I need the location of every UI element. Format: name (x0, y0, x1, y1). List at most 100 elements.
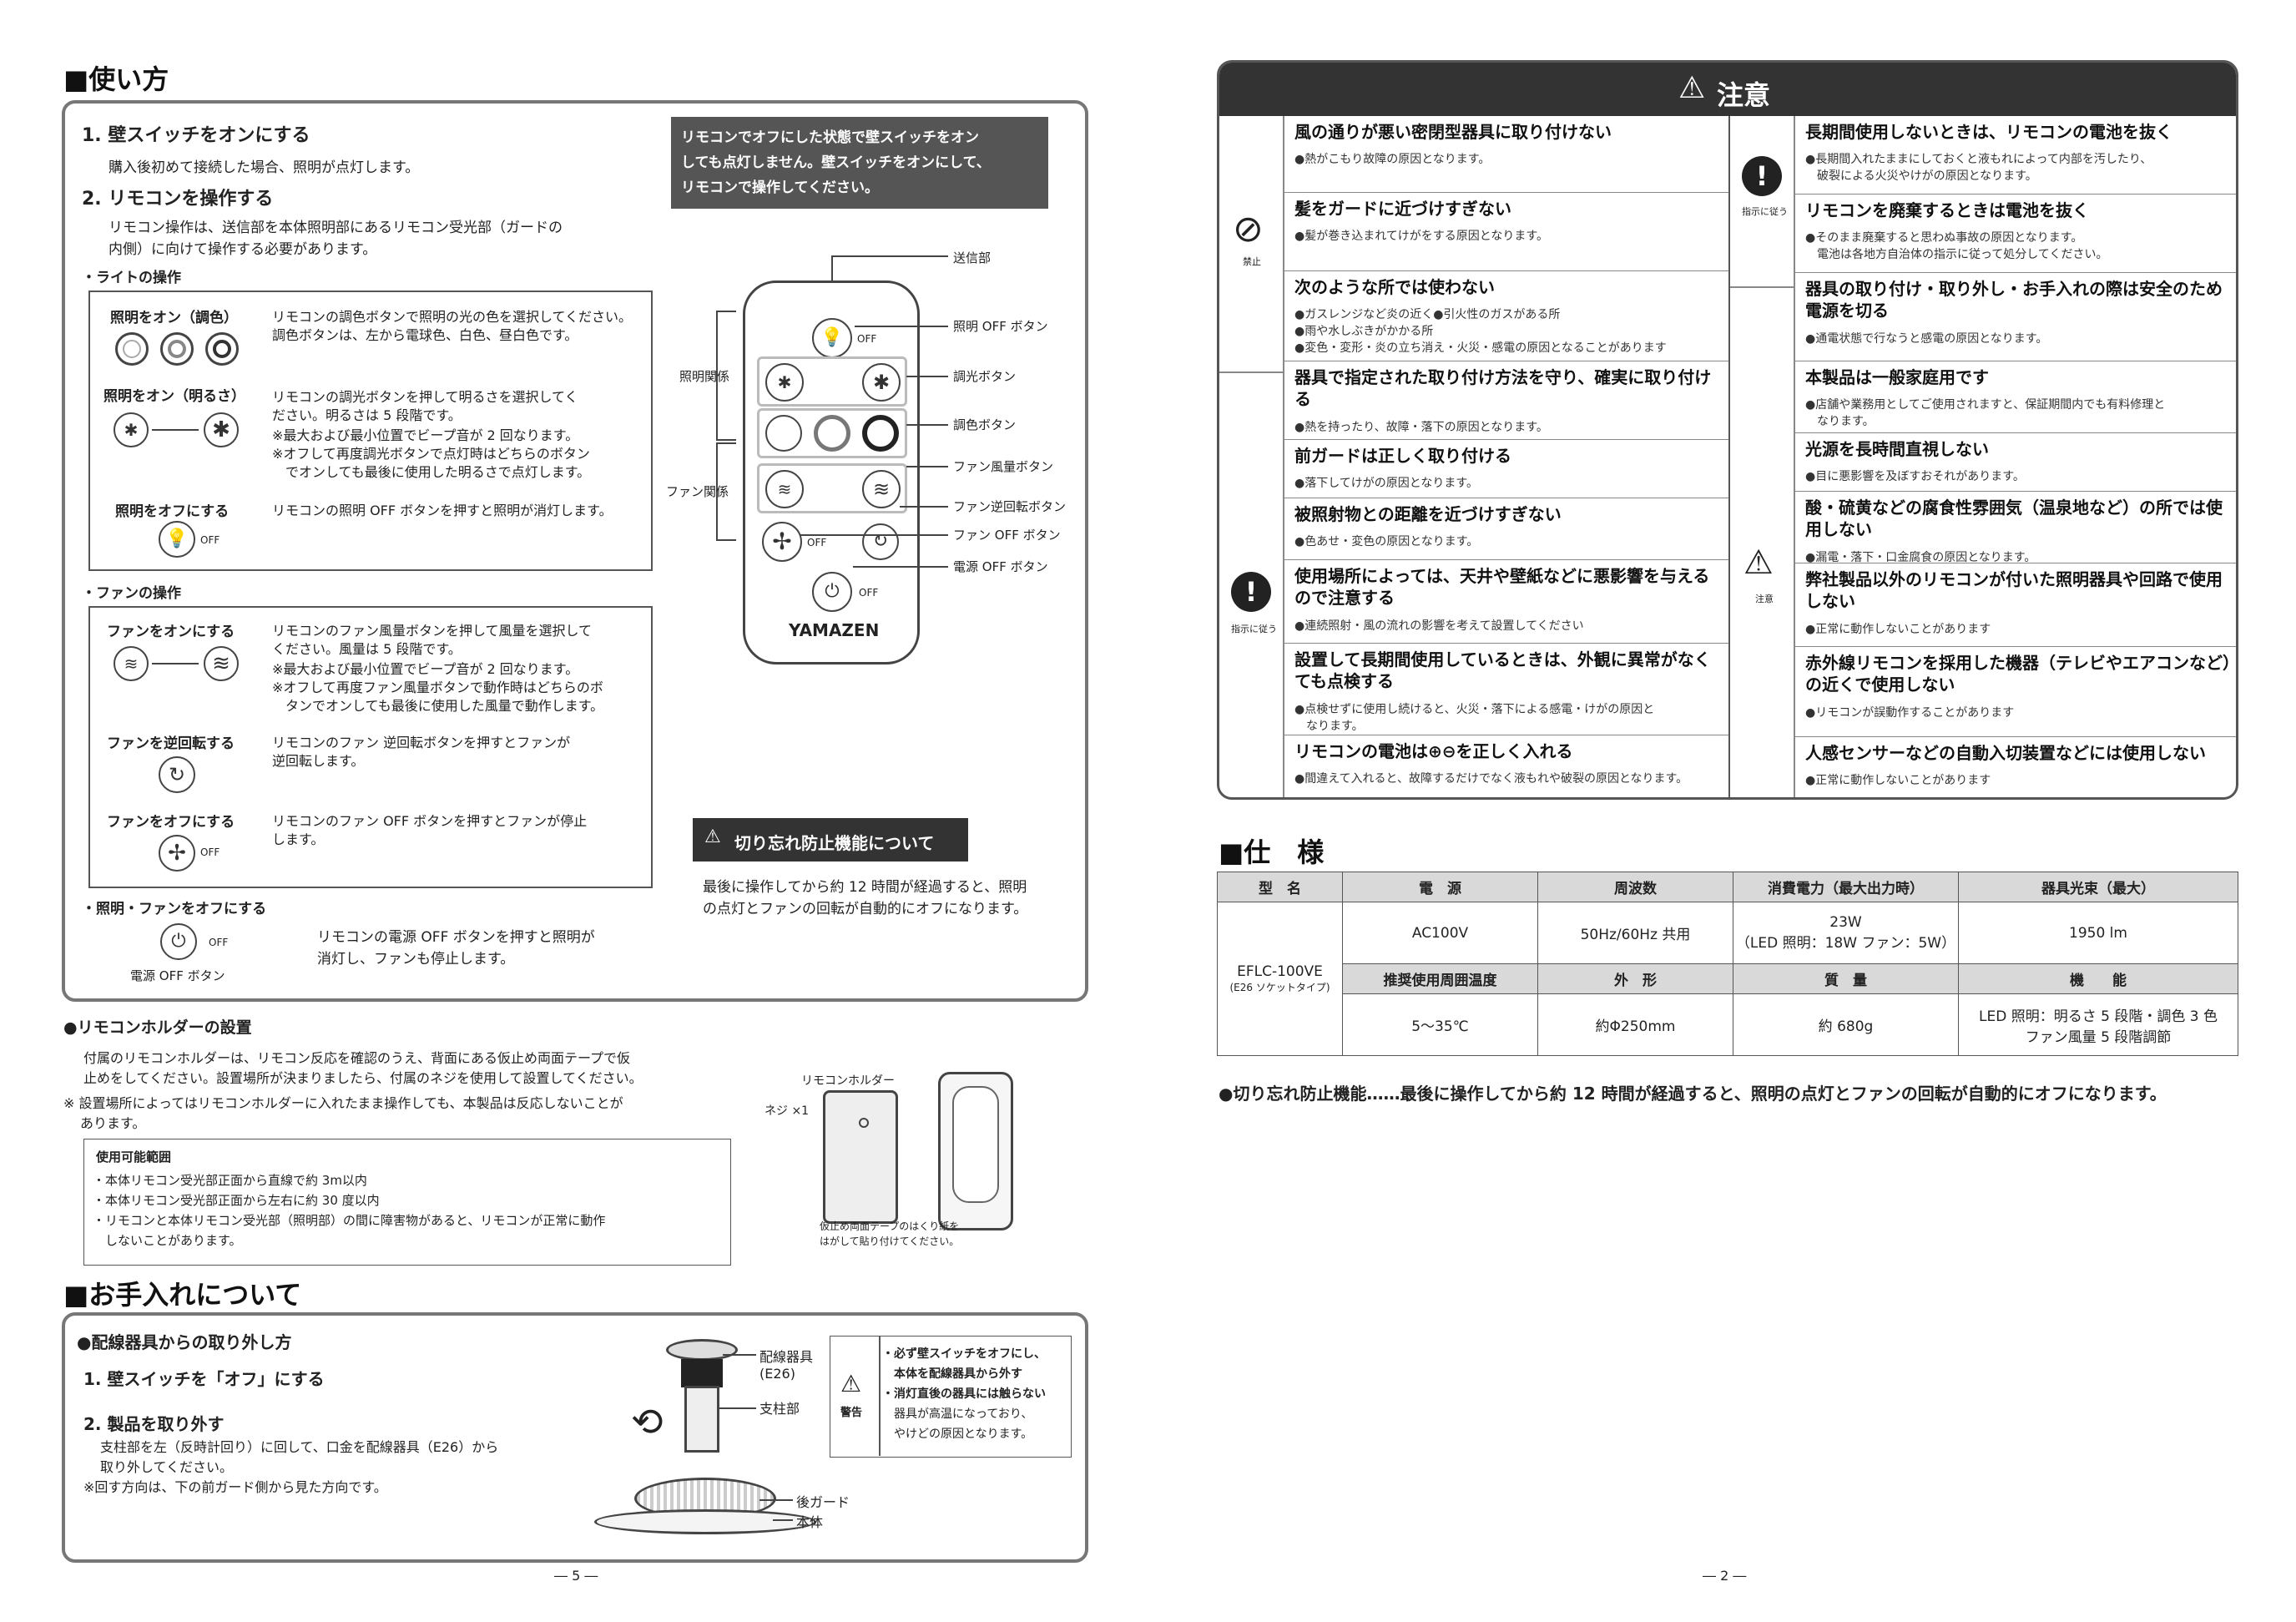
function-line: ファン風量 5 段階調節 (2025, 1028, 2172, 1046)
leader (773, 1519, 793, 1521)
caution-item-title: 赤外線リモコンを採用した機器（テレビやエアコンなど）の近くで使用しない (1805, 653, 2231, 695)
instruct-icon: ! (1742, 156, 1782, 196)
caution-item-desc: ●間違えて入れると、故障するだけでなく液もれや破裂の原因となります。 (1294, 772, 1688, 786)
fan-rev-desc: 逆回転します。 (272, 753, 365, 769)
bright-desc: ださい。明るさは 5 段階です。 (272, 407, 462, 423)
warning-triangle-icon: ⚠ (840, 1370, 862, 1397)
warning-line: やけどの原因となります。 (882, 1427, 1033, 1441)
light-on-color-desc: リモコンの調色ボタンで照明の光の色を選択してください。 (272, 309, 633, 325)
dim-down-icon: ✱ (114, 412, 149, 447)
caution-item: 被照射物との距離を近づけすぎない●色あせ・変色の原因となります。 (1284, 498, 1728, 560)
step2-desc-2: 内側）に向けて操作する必要があります。 (108, 241, 377, 258)
spec-cell: 1950 lm (1958, 902, 2238, 964)
step1-title: 1. 壁スイッチをオンにする (82, 125, 310, 146)
usage-panel (62, 100, 1088, 1002)
caution-item: 次のような所では使わない●ガスレンジなど炎の近く●引火性のガスがある所●雨や水し… (1284, 271, 1728, 361)
caution-item-title: 被照射物との距離を近づけすぎない (1294, 504, 1562, 524)
fan-down-icon: ≋ (114, 646, 149, 681)
spec-cell: 約 680g (1733, 993, 1959, 1056)
bright-desc: ※最大および最小位置でビープ音が 2 回なります。 (272, 427, 579, 443)
power-icon: ⏻ (160, 923, 197, 960)
caution-item-desc: ●リモコンが誤動作することがあります (1805, 706, 2015, 720)
bulb-icon: 💡 (159, 521, 195, 558)
caution-item-desc: ●熱がこもり故障の原因となります。 (1294, 153, 1491, 166)
light-on-color-label: 照明をオン（調色） (110, 310, 238, 326)
caution-item: 赤外線リモコンを採用した機器（テレビやエアコンなど）の近くで使用しない ●リモコン… (1795, 647, 2236, 737)
spec-cell: 約Φ250mm (1537, 993, 1733, 1056)
label-color: 調色ボタン (953, 417, 1017, 432)
all-off-desc: 消灯し、ファンも停止します。 (317, 951, 515, 968)
remove-title: ●配線器具からの取り外し方 (77, 1332, 292, 1352)
caution-item-title: 弊社製品以外のリモコンが付いた照明器具や回路で使用しない (1805, 569, 2223, 611)
fan-on-desc: ※オフして再度ファン風量ボタンで動作時はどちらのボ (272, 680, 603, 695)
spec-table: 型 名 電 源 周波数 消費電力（最大出力時） 器具光束（最大） EFLC-10… (1217, 872, 2238, 1056)
spec-header: 型 名 (1217, 872, 1343, 902)
step1-desc: 購入後初めて接続した場合、照明が点灯します。 (108, 159, 420, 176)
rotate-arrow-icon: ⟲ (631, 1399, 664, 1444)
holder-desc: 付属のリモコンホルダーは、リモコン反応を確認のうえ、背面にある仮止め両面テープで… (83, 1050, 631, 1066)
fan-icon: ✢ (159, 835, 195, 872)
remove-desc: 取り外してください。 (100, 1459, 234, 1475)
label-send: 送信部 (953, 250, 992, 265)
fan-on-desc: ください。風量は 5 段階です。 (272, 641, 462, 657)
fan-on-desc: リモコンのファン風量ボタンを押して風量を選択して (272, 623, 593, 639)
caution-item: 光源を長時間直視しない●目に悪影響を及ぼすおそれがあります。 (1795, 433, 2236, 492)
caution-panel: ⚠ 注意 ⊘ 禁止 ! 指示に従う ! 指示に従う ⚠ 注意 風の通りが悪い密閉… (1217, 60, 2238, 800)
dim-up-icon: ✱ (204, 412, 239, 447)
range-box: 使用可能範囲 ・本体リモコン受光部正面から直線で約 3m以内 ・本体リモコン受光… (83, 1139, 731, 1266)
leader (723, 1354, 756, 1356)
caution-item-desc: ●正常に動作しないことがあります (1805, 774, 1991, 787)
caution-item: リモコンを廃棄するときは電池を抜く●そのまま廃棄すると思わぬ事故の原因となります… (1795, 195, 2236, 273)
caution-item: 設置して長期間使用しているときは、外観に異常がなくても点検する●点検せずに使用し… (1284, 644, 1728, 735)
caution-item-desc: ●髪が巻き込まれてけがをする原因となります。 (1294, 230, 1548, 243)
off-label: OFF (200, 534, 220, 546)
off-label: OFF (200, 846, 220, 858)
dimmer-group (757, 356, 907, 407)
col-divider (1728, 116, 1730, 797)
off-label: OFF (859, 587, 879, 599)
caution-item-desc: ●連続照射・風の流れの影響を考えて設置してください (1294, 619, 1584, 633)
spec-header: 電 源 (1342, 872, 1538, 902)
caution-item-desc: ●落下してけがの原因となります。 (1294, 477, 1478, 490)
caution-item-title: 長期間使用しないときは、リモコンの電池を抜く (1805, 122, 2172, 142)
light-off-desc: リモコンの照明 OFF ボタンを押すと照明が消灯します。 (272, 503, 613, 518)
range-item: ・本体リモコン受光部正面から直線で約 3m以内 (93, 1173, 367, 1188)
spec-cell-function: LED 照明：明るさ 5 段階・調色 3 色ファン風量 5 段階調節 (1958, 993, 2238, 1056)
callout-line: リモコンで操作してください。 (681, 179, 879, 196)
timer-title: 切り忘れ防止機能について (734, 833, 935, 853)
caution-item-desc: ●長期間入れたままにしておくと液もれによって内部を汚したり、 (1805, 153, 2152, 166)
leader (906, 376, 948, 377)
light-group-bracket (716, 311, 736, 441)
caution-item-desc: 破裂による火災やけがの原因となります。 (1805, 169, 2037, 183)
light-ops-heading: ・ライトの操作 (82, 270, 181, 286)
white-color-button (814, 415, 850, 452)
caution-item: 風の通りが悪い密閉型器具に取り付けない●熱がこもり故障の原因となります。 (1284, 116, 1728, 193)
caution-item-title: 酸・硫黄などの腐食性雰囲気（温泉地など）の所では使用しない (1805, 498, 2223, 539)
caution-item: 器具で指定された取り付け方法を守り、確実に取り付ける●熱を持ったり、故障・落下の… (1284, 361, 1728, 440)
section-title-spec: ■仕 様 (1219, 836, 1325, 868)
fan-rev-desc: リモコンのファン 逆回転ボタンを押すとファンが (272, 735, 571, 750)
dim-down-button: ✱ (765, 363, 804, 402)
label-wiring: 配線器具 (759, 1349, 814, 1365)
caution-item-desc: なります。 (1294, 720, 1364, 733)
caution-label: 注意 (1755, 594, 1774, 604)
spec-header: 質 量 (1733, 963, 1959, 994)
label-rear-guard: 後ガード (796, 1494, 850, 1510)
page-number-left: ― 5 ― (554, 1568, 598, 1584)
label-pole: 支柱部 (759, 1401, 800, 1417)
all-off-desc: リモコンの電源 OFF ボタンを押すと照明が (317, 929, 595, 946)
fan-ops-box (88, 606, 653, 888)
fan-up-button: ≋ (862, 470, 901, 508)
section-title-usage: ■使い方 (63, 63, 169, 95)
brand-logo: YAMAZEN (789, 620, 880, 640)
function-line: LED 照明：明るさ 5 段階・調色 3 色 (1979, 1008, 2218, 1025)
fan-off-button: ✢ (762, 522, 802, 562)
spec-header: 推奨使用周囲温度 (1342, 963, 1538, 994)
range-item: しないことがあります。 (93, 1233, 242, 1248)
caution-item-desc: ●正常に動作しないことがあります (1805, 623, 1991, 636)
caution-item-title: 器具の取り付け・取り外し・お手入れの際は安全のため電源を切る (1805, 279, 2223, 321)
caution-item-title: 設置して長期間使用しているときは、外観に異常がなくても点検する (1294, 649, 1711, 691)
fan-on-desc: タンでオンしても最後に使用した風量で動作します。 (272, 698, 604, 714)
power-detail: （LED 照明：18W ファン：5W） (1735, 935, 1956, 952)
caution-item: 長期間使用しないときは、リモコンの電池を抜く ●長期間入れたままにしておくと液もれ… (1795, 116, 2236, 195)
